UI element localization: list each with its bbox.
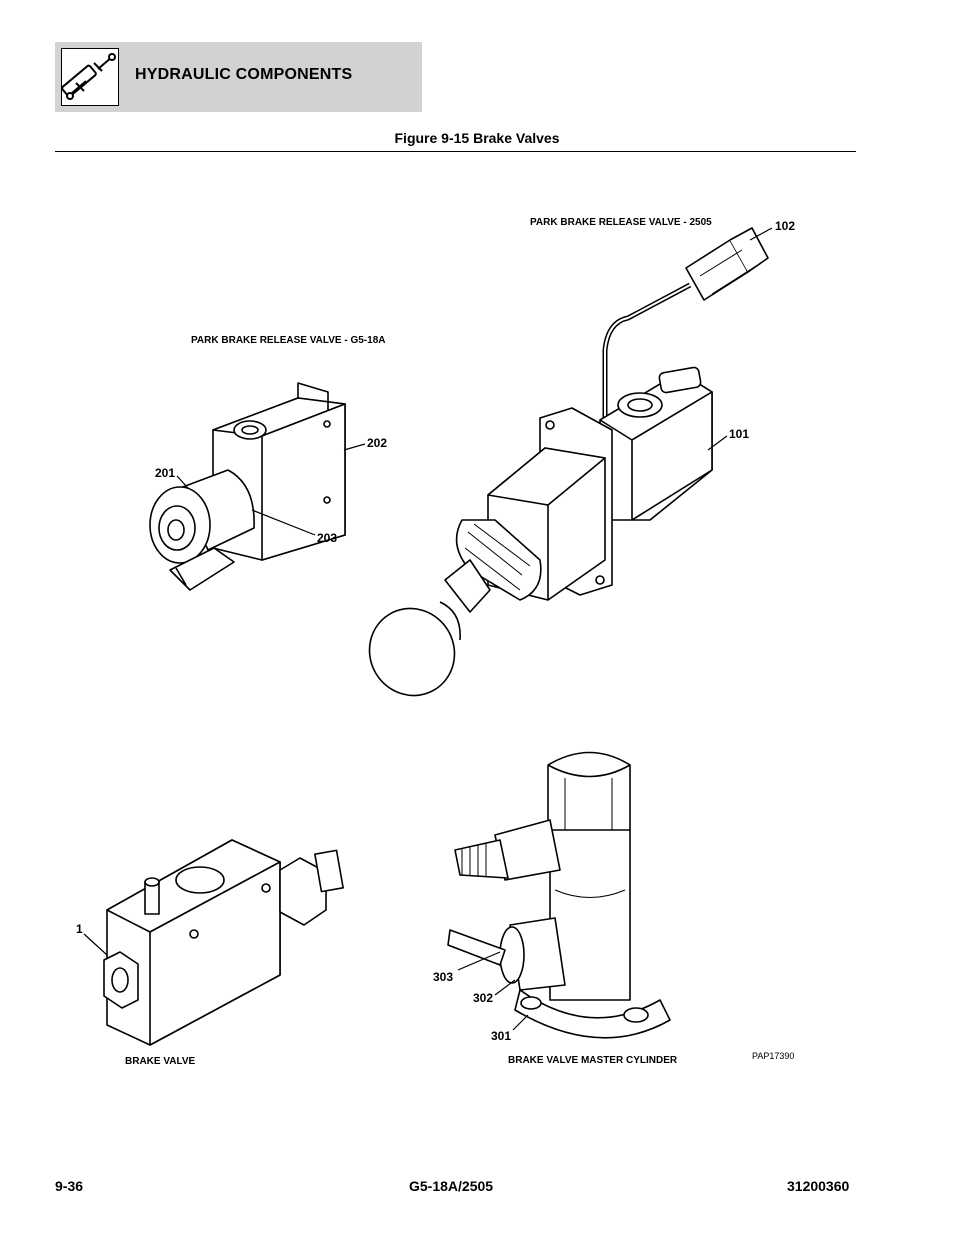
callout-203: 203: [317, 531, 338, 545]
label-park-brake-2505: PARK BRAKE RELEASE VALVE - 2505: [530, 217, 712, 228]
brake-valve-drawing: [103, 839, 344, 1046]
hydraulic-cylinder-icon: [61, 48, 119, 106]
model-name: G5-18A/2505: [409, 1178, 494, 1194]
drawing-id: PAP17390: [752, 1051, 795, 1061]
callout-303: 303: [433, 970, 454, 984]
page-number: 9-36: [55, 1178, 84, 1194]
callout-302: 302: [473, 991, 494, 1005]
header-divider: [55, 151, 856, 152]
label-master-cylinder: BRAKE VALVE MASTER CYLINDER: [508, 1055, 678, 1066]
master-cylinder-drawing: [447, 751, 671, 1039]
section-header: HYDRAULIC COMPONENTS: [55, 42, 422, 112]
park-brake-valve-g518a-drawing: [149, 382, 346, 591]
callout-202: 202: [367, 436, 388, 450]
document-number: 31200360: [787, 1178, 850, 1194]
park-brake-valve-2505-drawing: [368, 227, 769, 697]
callout-102: 102: [775, 219, 796, 233]
section-title: HYDRAULIC COMPONENTS: [135, 66, 353, 83]
label-park-brake-g518a: PARK BRAKE RELEASE VALVE - G5-18A: [191, 335, 386, 346]
callout-1: 1: [76, 922, 83, 936]
callout-301: 301: [491, 1029, 512, 1043]
callout-201: 201: [155, 466, 176, 480]
label-brake-valve: BRAKE VALVE: [125, 1056, 196, 1067]
callout-101: 101: [729, 427, 750, 441]
figure-title: Figure 9-15 Brake Valves: [394, 130, 560, 146]
